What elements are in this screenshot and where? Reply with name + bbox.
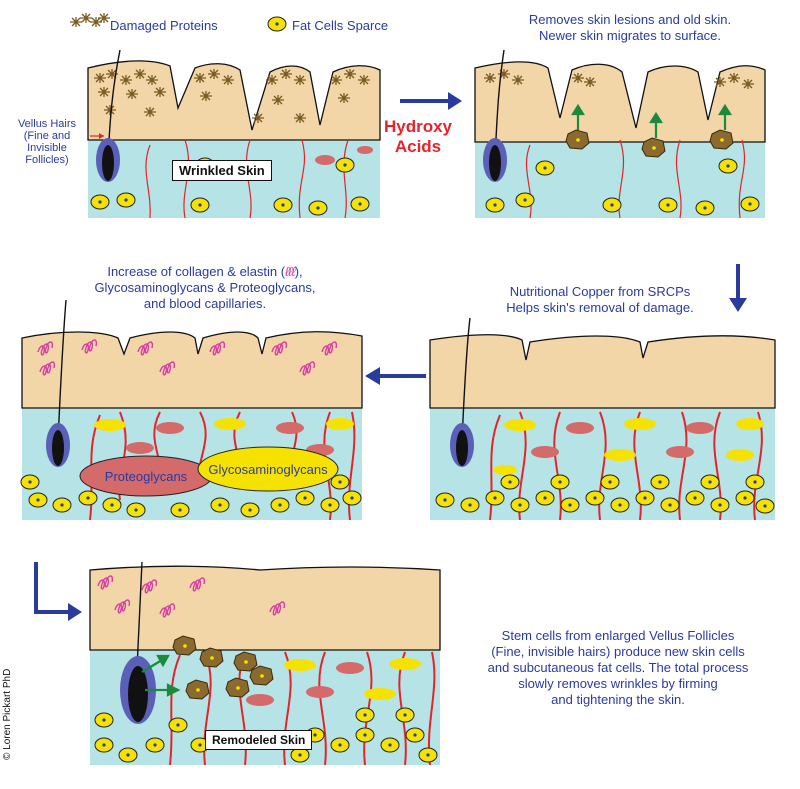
arrow-down-1 (729, 264, 747, 312)
collagen-coil-icon: ℓℓℓ (285, 264, 296, 279)
panel3-caption-line-1: Nutritional Copper from SRCPs (509, 284, 691, 299)
panel-remodeled-skin (89, 561, 441, 766)
vellus-follicle-icon (96, 138, 120, 182)
panel4-caption: Increase of collagen & elastin (ℓℓℓ), Gl… (40, 264, 370, 312)
panel2-caption-line-2: Newer skin migrates to surface. (538, 28, 722, 43)
panel3-caption-line-2: Helps skin's removal of damage. (506, 300, 694, 315)
arrow-right-1 (400, 92, 462, 110)
panel4-caption-line-1a: Increase of collagen & elastin ( (107, 264, 286, 279)
panel2-caption: Removes skin lesions and old skin. Newer… (480, 12, 780, 44)
panel4-caption-line-2: Glycosaminoglycans & Proteoglycans, (94, 280, 316, 295)
panel5-caption: Stem cells from enlarged Vellus Follicle… (458, 628, 778, 708)
vellus-line-1: Vellus Hairs (17, 118, 77, 130)
panel-lesion-removal (474, 49, 766, 219)
panel5-caption-line-3: and subcutaneous fat cells. The total pr… (487, 660, 749, 675)
legend-damaged-proteins: Damaged Proteins (110, 18, 218, 33)
legend-damaged-proteins-icon (69, 12, 111, 28)
remodeled-skin-box: Remodeled Skin (205, 730, 313, 750)
glycosaminoglycans-label: Glycosaminoglycans (208, 462, 328, 477)
arrow-elbow-1 (34, 562, 82, 621)
panel5-caption-line-2: (Fine, invisible hairs) produce new skin… (491, 644, 745, 659)
acids-label: Acids (395, 137, 441, 156)
wrinkled-skin-box: Wrinkled Skin (172, 160, 272, 181)
copyright-label: © Loren Pickart PhD (2, 668, 13, 760)
panel-copper (429, 317, 776, 521)
panel5-caption-line-1: Stem cells from enlarged Vellus Follicle… (501, 628, 735, 643)
hydroxy-label: Hydroxy (384, 117, 453, 136)
panel4-caption-line-3: and blood capillaries. (143, 296, 267, 311)
panel3-caption: Nutritional Copper from SRCPs Helps skin… (470, 284, 730, 316)
panel4-caption-line-1b: ), (294, 264, 303, 279)
panel5-caption-line-4: slowly removes wrinkles by firming (518, 676, 718, 691)
legend-fat-cells: Fat Cells Sparce (292, 18, 388, 33)
panel5-caption-line-5: and tightening the skin. (551, 692, 685, 707)
vellus-line-4: Follicles) (25, 154, 69, 166)
proteoglycans-label: Proteoglycans (105, 469, 188, 484)
panel4-caption-line-1: Increase of collagen & elastin (ℓℓℓ), (40, 264, 370, 280)
panel-wrinkled-skin (87, 49, 381, 219)
panel2-caption-line-1: Removes skin lesions and old skin. (528, 12, 732, 27)
legend-fat-cell-icon (267, 16, 287, 32)
arrow-left-1 (365, 367, 426, 385)
vellus-line-2: (Fine and (23, 130, 71, 142)
panel-collagen: Proteoglycans Glycosaminoglycans (20, 299, 363, 521)
vellus-hairs-label: Vellus Hairs (Fine and Invisible Follicl… (6, 118, 88, 166)
vellus-line-3: Invisible (27, 142, 67, 154)
